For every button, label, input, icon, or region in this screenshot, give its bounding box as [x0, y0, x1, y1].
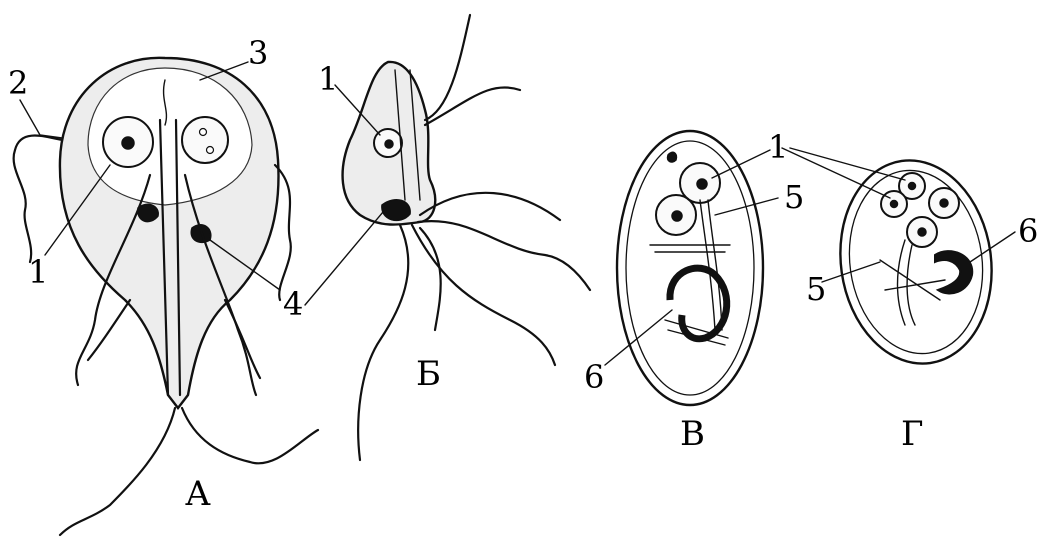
callout-a-1: 1: [28, 253, 48, 291]
callout-g-5: 5: [806, 270, 826, 308]
trophozoite-front-view: [14, 58, 318, 535]
panel-label-v: В: [680, 414, 705, 454]
callout-a-2: 2: [8, 64, 28, 102]
cyst-mature: [605, 131, 778, 405]
callout-v-1: 1: [768, 128, 788, 166]
callout-a-3: 3: [248, 34, 268, 72]
callout-v-5: 5: [784, 178, 804, 216]
callout-b-1: 1: [318, 60, 338, 98]
panel-label-a: А: [185, 474, 211, 514]
callout-g-6: 6: [1018, 212, 1038, 250]
panel-label-g: Г: [901, 414, 924, 454]
callout-a-4: 4: [283, 285, 303, 323]
panel-label-b: Б: [416, 354, 441, 394]
callout-v-6: 6: [584, 358, 604, 396]
cyst-young: [782, 148, 1015, 373]
trophozoite-side-view: [305, 15, 590, 460]
